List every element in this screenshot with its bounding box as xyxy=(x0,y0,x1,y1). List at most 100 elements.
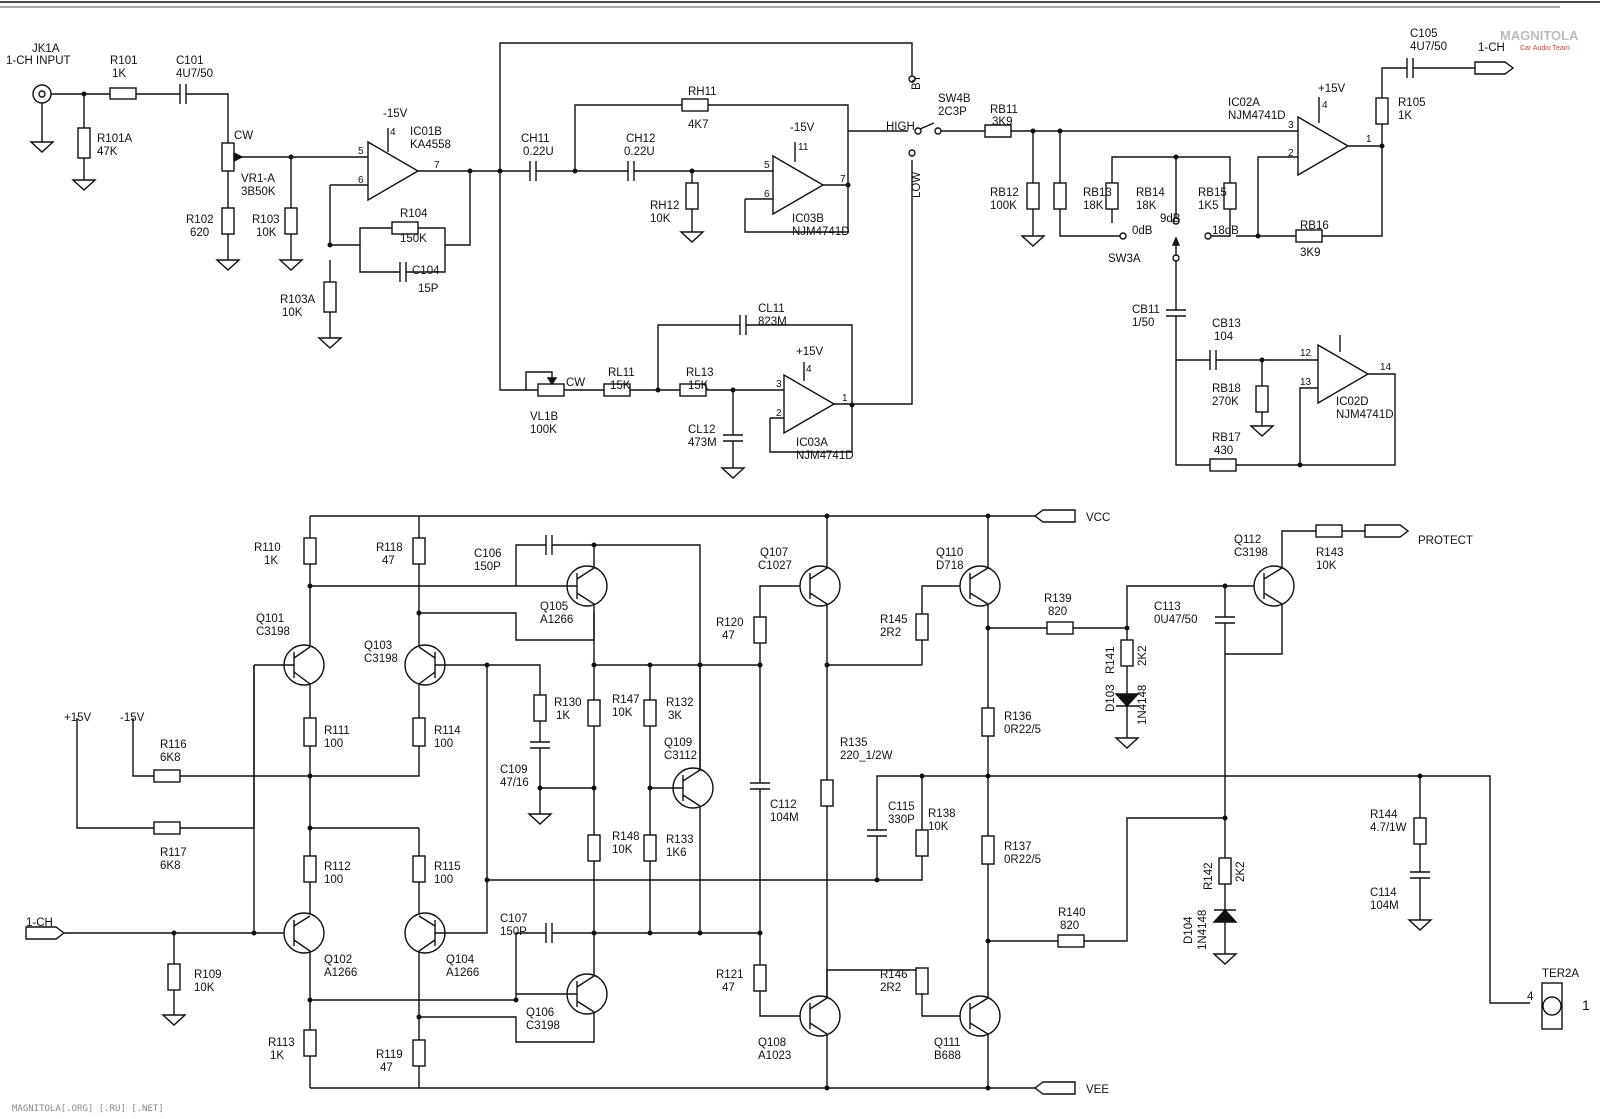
cap-c115 xyxy=(867,829,887,837)
lbl-p15-2: +15V xyxy=(1318,83,1346,95)
resistor-r110 xyxy=(303,537,317,565)
lbl-rb11: RB11 xyxy=(990,104,1018,116)
pin: 7 xyxy=(840,174,846,185)
resistor-r130 xyxy=(533,694,547,722)
lbl-rb17-v: 430 xyxy=(1214,445,1233,457)
lbl-r114-v: 100 xyxy=(434,738,453,750)
lbl-c105-v: 4U7/50 xyxy=(1410,41,1447,53)
lbl-ic02d: IC02D xyxy=(1336,396,1369,408)
tone-stage xyxy=(499,42,985,479)
lbl-r105: R105 xyxy=(1398,97,1426,109)
lbl-rh12-v: 10K xyxy=(650,213,671,225)
resistor-rh12 xyxy=(685,182,699,210)
lbl-vl1b: VL1B xyxy=(530,411,558,423)
lbl-in1ch: 1-CH xyxy=(26,917,53,929)
lbl-r133: R133 xyxy=(666,834,694,846)
lbl-sw4b: SW4B xyxy=(938,93,971,105)
lbl-q102-v: A1266 xyxy=(324,967,357,979)
lbl-r109: R109 xyxy=(194,969,222,981)
lbl-ic01b-v: KA4558 xyxy=(410,139,451,151)
lbl-d104: D104 xyxy=(1183,916,1195,944)
cap-c101 xyxy=(179,84,187,104)
lbl-rl11: RL11 xyxy=(608,367,635,379)
lbl-r141: R141 xyxy=(1105,647,1117,675)
lbl-r137: R137 xyxy=(1004,841,1032,853)
opamp-ic03a xyxy=(783,373,836,435)
lbl-rb15: RB15 xyxy=(1198,187,1227,199)
lbl-q104-v: A1266 xyxy=(446,967,479,979)
pin: 1 xyxy=(842,393,848,404)
resistor-rb12 xyxy=(1026,182,1040,210)
logo-sub: Car Audio Team xyxy=(1520,45,1570,52)
lbl-r132: R132 xyxy=(666,697,694,709)
resistor-r133 xyxy=(643,834,657,862)
lbl-rb16-v: 3K9 xyxy=(1300,247,1320,259)
lbl-cb11-v: 1/50 xyxy=(1132,317,1154,329)
resistor-rb17 xyxy=(1209,458,1237,472)
lbl-out1ch: 1-CH xyxy=(1478,42,1505,54)
lbl-c115-v: 330P xyxy=(888,814,915,826)
resistor-r120 xyxy=(753,616,767,644)
lbl-rb12: RB12 xyxy=(990,187,1019,199)
lbl-rb13: RB13 xyxy=(1083,187,1112,199)
lbl-18db: 18dB xyxy=(1212,225,1239,237)
opamp-ic02a xyxy=(1297,115,1350,177)
watermark: MAGNITOLA[.ORG] [.RU] [.NET] xyxy=(12,1104,164,1114)
lbl-c105: C105 xyxy=(1410,28,1438,40)
lbl-ch12: CH12 xyxy=(626,133,655,145)
resistor-r146 xyxy=(915,967,929,995)
lbl-ch11: CH11 xyxy=(521,133,550,145)
lbl-q106: Q106 xyxy=(526,1007,554,1019)
lbl-rb11-v: 3K9 xyxy=(992,116,1012,128)
lbl-q101-v: C3198 xyxy=(256,626,290,638)
lbl-q110: Q110 xyxy=(936,547,963,559)
diode-d104 xyxy=(1212,908,1238,923)
cap-ch11 xyxy=(529,161,537,181)
lbl-low: LOW xyxy=(911,172,923,198)
opamp-ic03b xyxy=(772,154,825,216)
pin: 6 xyxy=(764,189,770,200)
lbl-r148: R148 xyxy=(612,831,640,843)
lbl-r141-v: 2K2 xyxy=(1137,646,1149,666)
lbl-r119: R119 xyxy=(376,1049,403,1061)
resistor-rb14 xyxy=(1105,182,1119,210)
switch-sw4b-high xyxy=(914,127,922,135)
pin: 2 xyxy=(776,408,782,419)
lbl-sw4b-v: 2C3P xyxy=(938,106,967,118)
lbl-r142: R142 xyxy=(1203,863,1215,891)
lbl-r103-v: 10K xyxy=(256,227,277,239)
lbl-rb15-v: 1K5 xyxy=(1198,200,1218,212)
lbl-r143: R143 xyxy=(1316,547,1344,559)
lbl-rb13-v: 18K xyxy=(1083,200,1104,212)
lbl-rl13: RL13 xyxy=(686,367,714,379)
lbl-ic02a-v: NJM4741D xyxy=(1228,110,1286,122)
output-1ch-port xyxy=(1474,61,1515,75)
lbl-r117-v: 6K8 xyxy=(160,860,180,872)
protect-port xyxy=(1364,524,1410,538)
lbl-r116-v: 6K8 xyxy=(160,752,180,764)
lbl-r146: R146 xyxy=(880,969,908,981)
resistor-r143 xyxy=(1315,524,1343,538)
lbl-ic03b-v: NJM4741D xyxy=(792,226,850,238)
switch-sw4b-by xyxy=(908,75,916,83)
lbl-r113: R113 xyxy=(268,1037,295,1049)
lbl-vee: VEE xyxy=(1086,1084,1109,1096)
cap-c105 xyxy=(1406,58,1414,78)
lbl-c115: C115 xyxy=(888,801,915,813)
lbl-c113: C113 xyxy=(1154,601,1181,613)
lbl-c113-v: 0U47/50 xyxy=(1154,614,1197,626)
lbl-d103: D103 xyxy=(1105,685,1117,713)
lbl-c107-v: 150P xyxy=(500,926,527,938)
resistor-r103 xyxy=(284,207,298,235)
resistor-r115 xyxy=(412,855,426,883)
lbl-q101: Q101 xyxy=(256,613,284,625)
pin: 3 xyxy=(776,379,782,390)
vcc-port xyxy=(1033,509,1076,523)
diode-d103 xyxy=(1114,693,1140,708)
lbl-protect: PROTECT xyxy=(1418,535,1473,547)
lbl-sw3a: SW3A xyxy=(1108,253,1141,265)
lbl-r117: R117 xyxy=(160,847,187,859)
lbl-cb13: CB13 xyxy=(1212,318,1241,330)
transistor-q111 xyxy=(959,995,1001,1037)
resistor-r132 xyxy=(643,699,657,727)
